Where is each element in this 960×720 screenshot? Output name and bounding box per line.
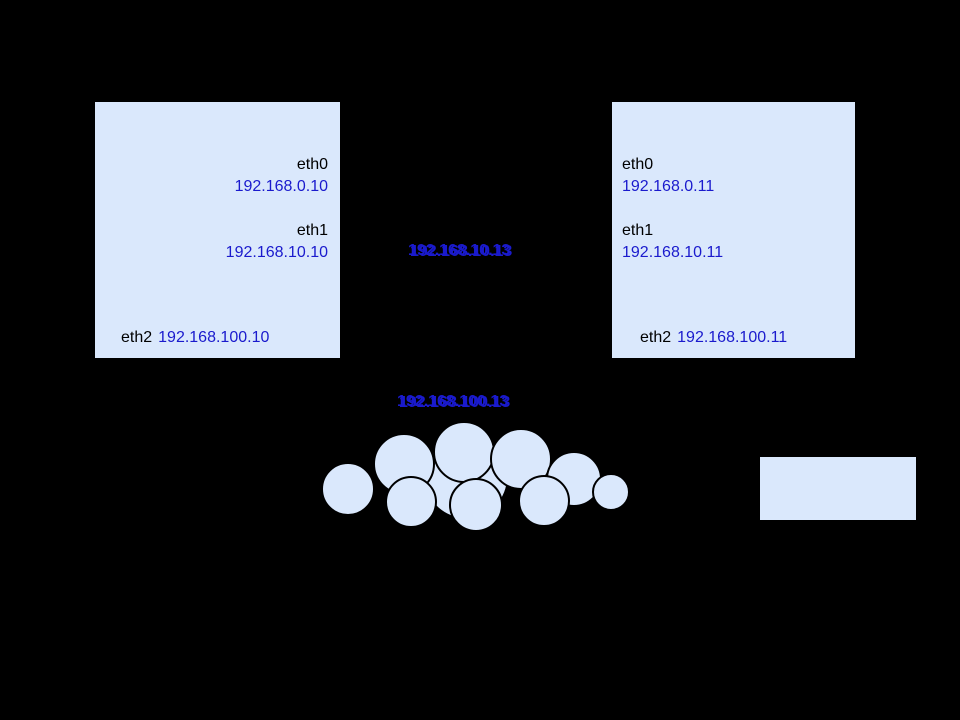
- virtual-ip-storage: 192.168.100.13 192.168.100.13: [397, 393, 511, 411]
- eth2-line: eth2 192.168.100.11: [640, 327, 787, 349]
- eth1-label: eth1: [296, 222, 328, 239]
- eth0-ip: 192.168.0.11: [622, 178, 715, 195]
- node-left: eth0 192.168.0.10 eth1 192.168.10.10 eth…: [95, 102, 340, 358]
- eth0-label: eth0: [622, 156, 654, 173]
- eth2-ip: 192.168.100.11: [677, 329, 788, 346]
- network-cloud: [316, 419, 634, 538]
- eth2-label: eth2: [640, 329, 672, 346]
- eth1-ip: 192.168.10.10: [225, 244, 328, 261]
- eth2-label: eth2: [121, 329, 153, 346]
- legend-box: [760, 457, 916, 520]
- eth1-label: eth1: [622, 222, 654, 239]
- node-left-interfaces: eth0 192.168.0.10 eth1 192.168.10.10: [95, 102, 340, 264]
- eth0-label: eth0: [296, 156, 328, 173]
- eth0-ip: 192.168.0.10: [234, 178, 328, 195]
- virtual-ip-heartbeat: 192.168.10.13 192.168.10.13: [408, 242, 513, 260]
- eth2-ip: 192.168.100.10: [158, 329, 270, 346]
- node-right: eth0 192.168.0.11 eth1 192.168.10.11 eth…: [612, 102, 855, 358]
- cloud-icon: [321, 421, 630, 532]
- eth1-ip: 192.168.10.11: [622, 244, 724, 261]
- node-right-interfaces: eth0 192.168.0.11 eth1 192.168.10.11: [612, 102, 855, 264]
- eth2-line: eth2 192.168.100.10: [121, 327, 269, 349]
